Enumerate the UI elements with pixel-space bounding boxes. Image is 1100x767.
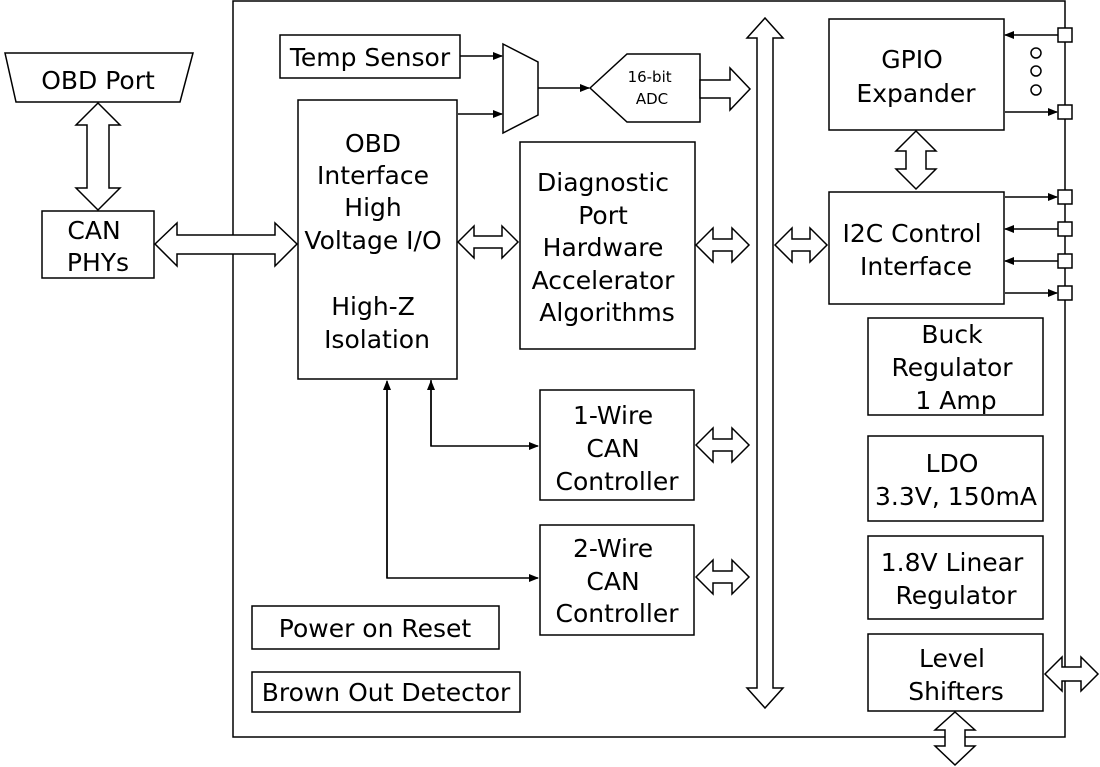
one-wire-can-block: 1-Wire CAN Controller — [539, 389, 695, 501]
level-shifters-block: Level Shifters — [867, 633, 1044, 712]
level-shifters-bottom-double-arrow — [933, 710, 977, 767]
gpio-expander-label: GPIO Expander — [856, 45, 976, 108]
1wire-bus-double-arrow — [694, 426, 751, 464]
obd-interface-label: OBD Interface High Voltage I/O High-Z Is… — [304, 129, 449, 354]
obd-interface-block: OBD Interface High Voltage I/O High-Z Is… — [297, 99, 458, 380]
2wire-bus-double-arrow — [694, 558, 751, 596]
two-wire-can-block: 2-Wire CAN Controller — [539, 524, 695, 636]
ellipsis-dot — [1030, 65, 1042, 77]
buck-regulator-block: Buck Regulator 1 Amp — [867, 317, 1044, 416]
bus-i2c-double-arrow — [773, 226, 829, 264]
ellipsis-dot — [1030, 47, 1042, 59]
two-wire-can-label: 2-Wire CAN Controller — [556, 534, 680, 628]
obd-port-label: OBD Port — [41, 66, 155, 95]
pin-pad — [1057, 253, 1073, 269]
adc-to-bus-arrow — [699, 66, 752, 112]
obd-can-double-arrow — [74, 101, 122, 212]
one-wire-can-label: 1-Wire CAN Controller — [556, 401, 680, 496]
can-phys-block: CAN PHYs — [41, 210, 155, 279]
ldo-block: LDO 3.3V, 150mA — [867, 435, 1044, 522]
diagnostic-port-block: Diagnostic Port Hardware Accelerator Alg… — [519, 141, 696, 350]
adc-label: 16-bit ADC — [628, 68, 677, 108]
pin-pad — [1057, 104, 1073, 120]
pin-pad — [1057, 221, 1073, 237]
temp-sensor-label: Temp Sensor — [289, 43, 451, 72]
gpio-pins — [1004, 27, 1073, 120]
adc-block: 16-bit ADC — [588, 53, 701, 123]
i2c-control-label: I2C Control Interface — [842, 219, 989, 281]
diag-bus-double-arrow — [694, 226, 751, 264]
temp-sensor-block: Temp Sensor — [279, 34, 461, 79]
i2c-pins — [1004, 189, 1073, 301]
can-phys-label: CAN PHYs — [67, 216, 129, 277]
linear-regulator-block: 1.8V Linear Regulator — [867, 535, 1044, 620]
buck-regulator-label: Buck Regulator 1 Amp — [892, 320, 1021, 415]
obd-port-block: OBD Port — [4, 52, 194, 103]
ldo-label: LDO 3.3V, 150mA — [875, 449, 1037, 511]
ellipsis-dot — [1030, 84, 1042, 96]
gpio-expander-block: GPIO Expander — [828, 18, 1005, 131]
i2c-control-block: I2C Control Interface — [828, 191, 1005, 305]
can-obd-double-arrow — [153, 221, 299, 268]
linear-regulator-label: 1.8V Linear Regulator — [881, 548, 1031, 610]
power-on-reset-label: Power on Reset — [279, 614, 472, 643]
internal-bus — [745, 16, 785, 710]
gpio-i2c-double-arrow — [894, 129, 938, 191]
pin-pad — [1057, 27, 1073, 43]
power-on-reset-block: Power on Reset — [251, 605, 500, 650]
level-shifters-label: Level Shifters — [908, 644, 1004, 706]
brown-out-detector-label: Brown Out Detector — [262, 678, 511, 707]
pin-pad — [1057, 285, 1073, 301]
mux-shape — [502, 42, 539, 135]
level-shifters-right-double-arrow — [1043, 655, 1100, 693]
obd-diag-double-arrow — [456, 224, 520, 260]
pin-pad — [1057, 189, 1073, 205]
brown-out-detector-block: Brown Out Detector — [251, 671, 521, 713]
diagnostic-port-label: Diagnostic Port Hardware Accelerator Alg… — [532, 168, 683, 327]
